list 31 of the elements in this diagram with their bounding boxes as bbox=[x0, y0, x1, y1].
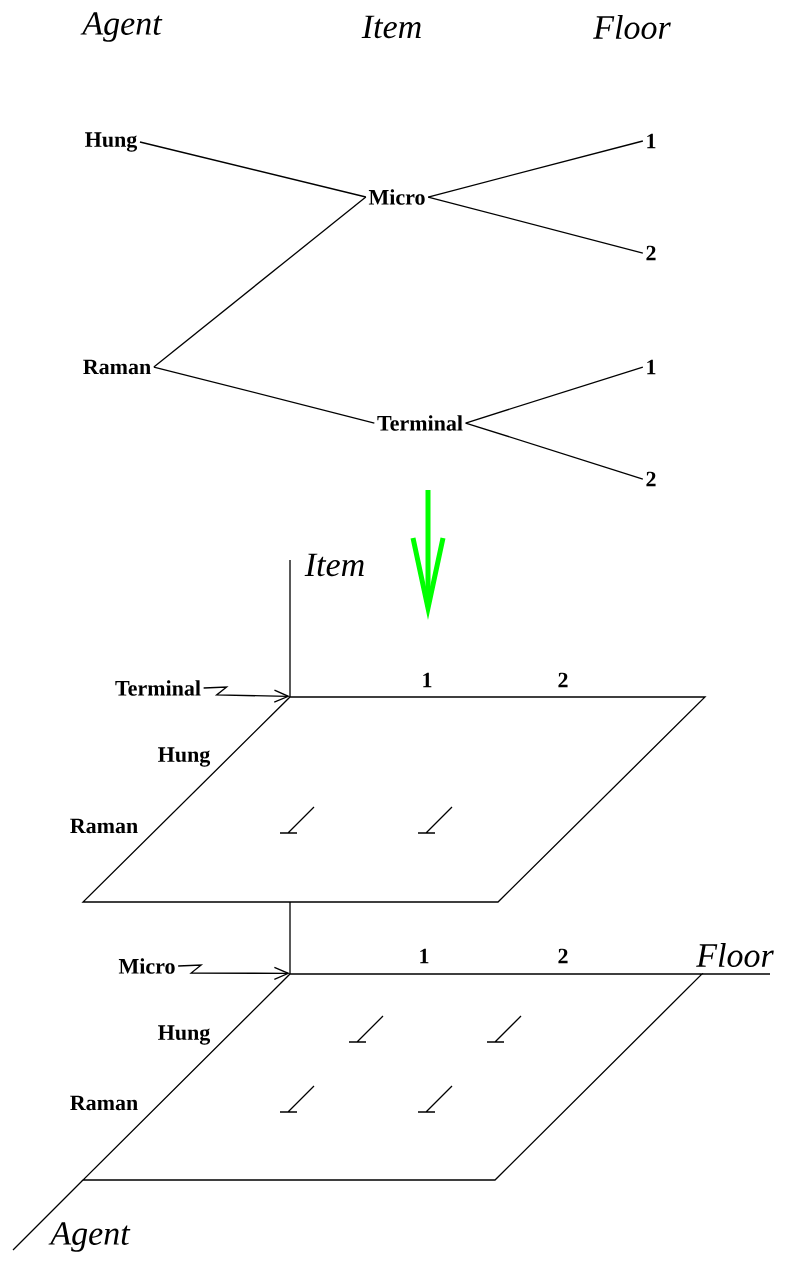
node-label: Micro bbox=[368, 189, 425, 205]
node-label: 2 bbox=[646, 471, 656, 487]
connector-line bbox=[139, 141, 367, 198]
connector-line bbox=[427, 196, 644, 254]
connector-line bbox=[153, 196, 367, 368]
node-label: Hung bbox=[85, 132, 138, 152]
node-label: Raman bbox=[83, 359, 151, 375]
axis-label: Hung bbox=[158, 1025, 211, 1045]
axis-title: Agent bbox=[80, 12, 163, 42]
node-label: Terminal bbox=[115, 680, 201, 696]
connector-line bbox=[465, 366, 644, 424]
connector-line bbox=[465, 422, 644, 480]
axis-title: Item bbox=[304, 553, 364, 577]
axis-label: Raman bbox=[70, 818, 138, 834]
axis-label: Hung bbox=[158, 747, 211, 767]
axis-label: 2 bbox=[558, 948, 568, 964]
leader-arrow bbox=[203, 686, 290, 703]
axis-title: Item bbox=[361, 15, 421, 39]
axis-title: Agent bbox=[48, 1222, 131, 1252]
node-label: 1 bbox=[647, 133, 656, 149]
node-label: Micro bbox=[118, 958, 175, 974]
axis-label: Raman bbox=[70, 1095, 138, 1111]
leader-arrow bbox=[177, 964, 290, 980]
node-label: 2 bbox=[646, 245, 656, 261]
node-label: Terminal bbox=[377, 415, 463, 431]
connector-line bbox=[153, 366, 375, 424]
connector-line bbox=[427, 140, 644, 198]
axis-title: Floor bbox=[593, 15, 671, 39]
node-label: 1 bbox=[647, 359, 656, 375]
axis-label: 1 bbox=[420, 948, 429, 964]
axis-title: Floor bbox=[696, 943, 774, 967]
